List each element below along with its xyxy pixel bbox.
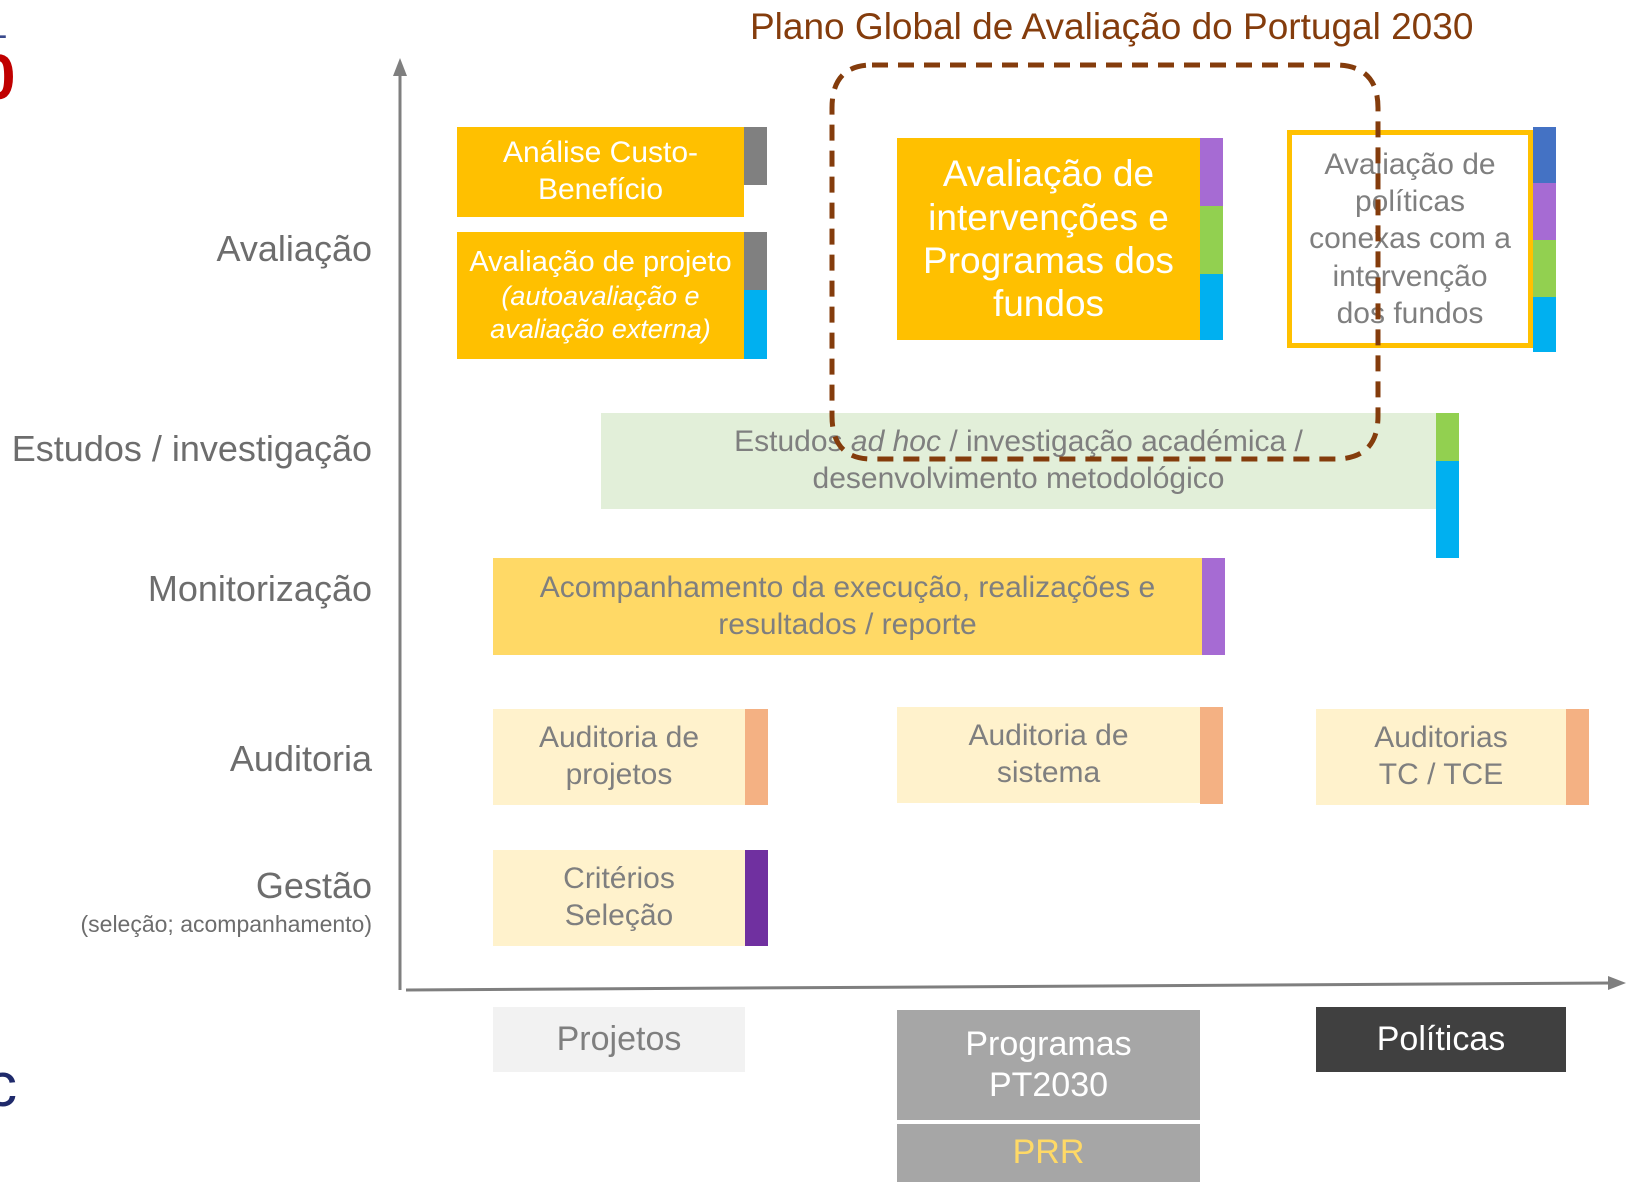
- strip-acompanhamento-purple: [1202, 558, 1225, 655]
- box-analise-custo-beneficio: Análise Custo- Benefício: [457, 127, 744, 217]
- box-acompanhamento-line1: Acompanhamento da execução, realizações …: [539, 570, 1156, 604]
- strip-criterios-darkpurple: [745, 850, 768, 946]
- corner-mark: c: [0, 1051, 17, 1120]
- ylabel-gestao-sub: (seleção; acompanhamento): [80, 911, 373, 937]
- strip-estudos-green: [1436, 413, 1459, 461]
- box-criterios-selecao: Critérios Seleção: [493, 850, 745, 946]
- box-auditoria-projetos: Auditoria de projetos: [493, 709, 745, 805]
- strip-politicas-green: [1533, 240, 1556, 297]
- logo-text-bottom: 0: [0, 40, 16, 114]
- box-intervencoes-line1: Avaliação de: [942, 153, 1155, 195]
- box-avaliacao-projeto: Avaliação de projeto (autoavaliação e av…: [457, 232, 744, 359]
- strip-auditorias-tc-orange: [1566, 709, 1589, 805]
- box-acompanhamento-line2: resultados / reporte: [718, 607, 977, 641]
- strip-intervencoes-green: [1200, 206, 1223, 274]
- strip-estudos-blue: [1436, 461, 1459, 558]
- box-intervencoes-line2: intervenções e: [928, 196, 1169, 238]
- box-politicas-line4: intervenção: [1332, 259, 1488, 293]
- xcat-programas-line2: PT2030: [988, 1066, 1109, 1104]
- box-avaliacao-projeto-line3: avaliação externa): [490, 314, 711, 345]
- logo-text-top: L: [0, 8, 7, 47]
- y-axis-arrowhead: [393, 58, 407, 76]
- box-estudos-line2: desenvolvimento metodológico: [812, 462, 1225, 495]
- box-politicas-line5: dos fundos: [1336, 296, 1484, 330]
- ylabel-gestao-main: Gestão: [255, 865, 372, 906]
- box-intervencoes-line3: Programas dos: [923, 240, 1174, 281]
- box-auditoria-sistema: Auditoria de sistema: [897, 707, 1200, 803]
- box-auditorias-tc-line2: TC / TCE: [1378, 758, 1504, 791]
- box-estudos-part2: ad hoc: [850, 425, 941, 459]
- strip-politicas-darkblue: [1533, 127, 1556, 183]
- xcat-programas-pt2030: Programas PT2030: [897, 1010, 1200, 1120]
- strip-projeto-gray: [744, 232, 767, 290]
- box-auditorias-tc-line1: Auditorias: [1374, 721, 1508, 755]
- strip-projeto-blue: [744, 290, 767, 359]
- box-politicas-line3: conexas com a: [1309, 222, 1511, 256]
- box-estudos-part1: Estudos: [734, 425, 843, 459]
- box-auditoria-projetos-line2: projetos: [565, 758, 673, 791]
- box-auditoria-sistema-line2: sistema: [996, 756, 1101, 789]
- ylabel-monitorizacao: Monitorização: [147, 568, 372, 609]
- plan-title: Plano Global de Avaliação do Portugal 20…: [750, 6, 1474, 47]
- xcat-programas-line1: Programas: [965, 1025, 1132, 1064]
- box-avaliacao-projeto-line1: Avaliação de projeto: [469, 245, 732, 278]
- ylabel-avaliacao: Avaliação: [216, 228, 372, 269]
- box-politicas-line2: políticas: [1354, 185, 1466, 219]
- ylabel-auditoria: Auditoria: [229, 738, 372, 779]
- xcat-projetos-label: Projetos: [556, 1019, 682, 1058]
- box-auditorias-tc: Auditorias TC / TCE: [1316, 709, 1566, 805]
- ylabel-estudos: Estudos / investigação: [11, 428, 372, 469]
- box-estudos-line1: Estudos ad hoc / investigação académica …: [734, 424, 1303, 461]
- xcat-politicas-label: Políticas: [1376, 1019, 1506, 1058]
- box-analise-line1: Análise Custo-: [502, 136, 699, 170]
- xcat-prr: PRR: [897, 1124, 1200, 1182]
- box-analise-line2: Benefício: [537, 173, 664, 206]
- strip-politicas-blue: [1533, 297, 1556, 352]
- logo: L 0: [0, 0, 30, 115]
- strip-intervencoes-blue: [1200, 274, 1223, 340]
- box-criterios-line2: Seleção: [564, 899, 674, 932]
- x-axis-arrowhead: [1608, 976, 1626, 990]
- xcat-projetos: Projetos: [493, 1007, 745, 1072]
- box-criterios-line1: Critérios: [563, 862, 675, 896]
- strip-politicas-purple: [1533, 183, 1556, 240]
- box-avaliacao-intervencoes: Avaliação de intervenções e Programas do…: [897, 138, 1200, 340]
- strip-auditoria-sistema-orange: [1200, 707, 1223, 804]
- box-avaliacao-projeto-line2: (autoavaliação e: [501, 281, 700, 312]
- ylabel-gestao: Gestão (seleção; acompanhamento): [81, 865, 373, 938]
- box-politicas-line1: Avaliação de: [1324, 148, 1496, 182]
- x-axis-line: [405, 981, 1613, 992]
- box-intervencoes-line4: fundos: [992, 283, 1105, 325]
- box-acompanhamento: Acompanhamento da execução, realizações …: [493, 558, 1202, 655]
- box-estudos-part3: / investigação académica /: [949, 425, 1303, 459]
- box-auditoria-projetos-line1: Auditoria de: [538, 721, 700, 755]
- xcat-politicas: Políticas: [1316, 1007, 1566, 1072]
- box-avaliacao-politicas: Avaliação de políticas conexas com a int…: [1287, 130, 1533, 348]
- strip-analise-gray: [744, 127, 767, 185]
- strip-auditoria-projetos-orange: [745, 709, 768, 805]
- strip-intervencoes-purple: [1200, 138, 1223, 206]
- xcat-prr-label: PRR: [1012, 1133, 1085, 1172]
- box-auditoria-sistema-line1: Auditoria de: [968, 719, 1129, 753]
